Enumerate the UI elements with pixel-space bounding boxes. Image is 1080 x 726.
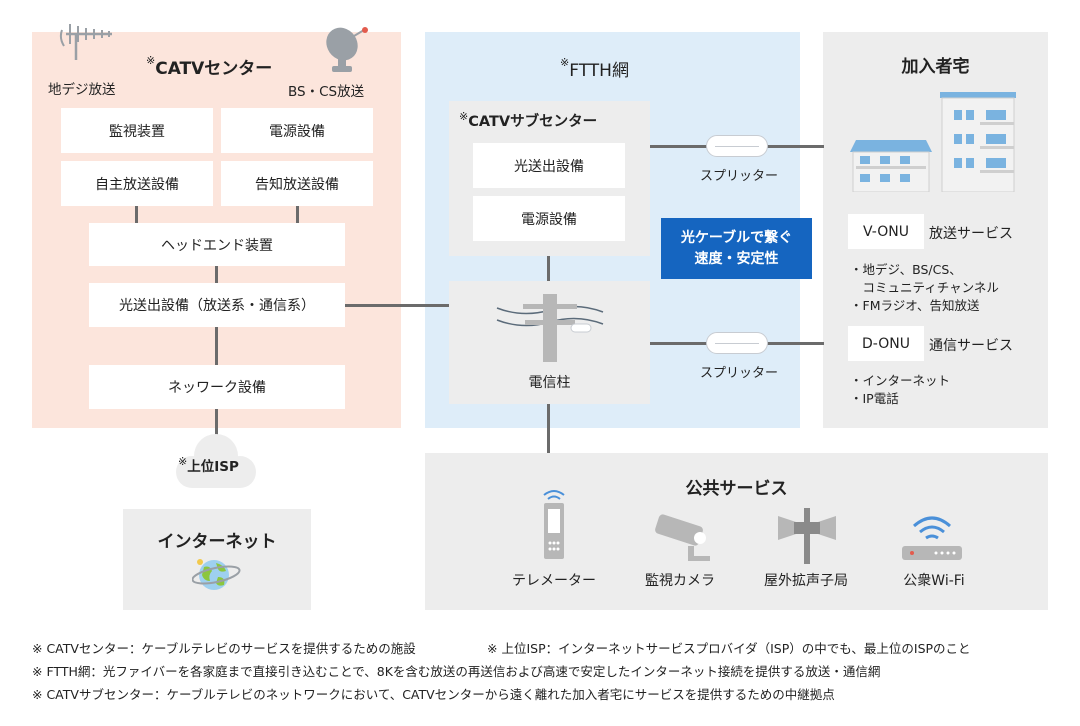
sub-optical-transmission-box: 光送出設備 <box>473 143 625 188</box>
splitter-bottom-label: スプリッター <box>700 366 779 381</box>
catv-subcenter-title-text: CATVサブセンター <box>468 114 598 130</box>
house-icon <box>850 138 932 193</box>
public-service-item: 屋外拡声子局 <box>764 573 848 589</box>
broadcast-service-label: 放送サービス <box>929 226 1013 242</box>
annotation-mark: ※ <box>459 110 469 123</box>
speed-stability-highlight: 光ケーブルで繋ぐ 速度・安定性 <box>661 218 812 279</box>
donu-item: ・IP電話 <box>850 391 899 406</box>
apartment-building-icon <box>940 92 1016 193</box>
splitter-top <box>706 135 768 157</box>
ftth-title-text: FTTH網 <box>569 61 629 81</box>
connector-line <box>345 304 449 307</box>
catv-subcenter-title: ※CATVサブセンター <box>459 110 597 131</box>
catv-title-text: CATVセンター <box>155 59 273 79</box>
communication-service-label: 通信サービス <box>929 338 1013 354</box>
highlight-line-2: 速度・安定性 <box>694 250 779 267</box>
connector-line <box>215 266 218 283</box>
v-onu-box: V-ONU <box>848 214 924 249</box>
monitoring-equipment-box: 監視装置 <box>61 108 213 153</box>
public-wifi-icon <box>898 510 966 562</box>
outdoor-loudspeaker-icon <box>774 502 840 564</box>
footnote: ※ 上位ISP：インターネットサービスプロバイダ（ISP）の中でも、最上位のIS… <box>487 641 971 656</box>
bs-cs-broadcast-label: BS・CS放送 <box>288 84 365 100</box>
footnote: ※ FTTH網：光ファイバーを各家庭まで直接引き込むことで、8Kを含む放送の再送… <box>32 664 881 679</box>
connector-line <box>547 256 550 281</box>
public-service-item: テレメーター <box>512 573 596 589</box>
utility-pole-label: 電信柱 <box>528 375 571 391</box>
utility-pole-icon <box>495 290 605 364</box>
connector-line <box>296 204 299 223</box>
connector-line <box>547 404 550 453</box>
connector-line <box>135 204 138 223</box>
telemeter-icon <box>536 487 572 561</box>
annotation-mark: ※ <box>146 54 156 67</box>
network-equipment-box: ネッワーク設備 <box>89 365 345 409</box>
public-service-item: 公衆Wi-Fi <box>903 573 965 589</box>
surveillance-camera-icon <box>652 512 714 562</box>
footnote: ※ CATVサブセンター：ケーブルテレビのネットワークにおいて、CATVセンター… <box>32 687 835 702</box>
satellite-dish-icon <box>322 24 370 74</box>
internet-panel <box>123 509 311 610</box>
own-broadcast-equipment-box: 自主放送設備 <box>61 161 213 206</box>
catv-center-title: ※CATVセンター <box>146 54 272 79</box>
annotation-mark: ※ <box>178 455 188 468</box>
connector-line <box>215 327 218 365</box>
ftth-title: ※FTTH網 <box>560 56 629 81</box>
optical-transmission-equipment-box: 光送出設備（放送系・通信系） <box>89 283 345 327</box>
antenna-icon <box>58 20 118 78</box>
annotation-mark: ※ <box>560 56 570 69</box>
internet-label: インターネット <box>157 532 277 552</box>
sub-power-equipment-box: 電源設備 <box>473 196 625 241</box>
notification-broadcast-equipment-box: 告知放送設備 <box>221 161 373 206</box>
donu-item: ・インターネット <box>850 373 951 388</box>
upper-isp-label: ※上位ISP <box>178 455 239 475</box>
digital-broadcast-label: 地デジ放送 <box>48 82 116 98</box>
vonu-item: ・地デジ、BS/CS、 <box>850 262 962 277</box>
upper-isp-text: 上位ISP <box>187 459 239 475</box>
headend-equipment-box: ヘッドエンド装置 <box>89 223 345 266</box>
connector-line <box>215 409 218 445</box>
vonu-item: コミュニティチャンネル <box>850 280 999 295</box>
splitter-bottom <box>706 332 768 354</box>
highlight-line-1: 光ケーブルで繋ぐ <box>680 229 793 246</box>
public-service-item: 監視カメラ <box>645 573 715 589</box>
cloud-icon <box>170 430 262 496</box>
footnote: ※ CATVセンター：ケーブルテレビのサービスを提供するための施設 <box>32 641 416 656</box>
globe-icon <box>191 555 244 595</box>
power-equipment-box: 電源設備 <box>221 108 373 153</box>
vonu-item: ・FMラジオ、告知放送 <box>850 298 980 313</box>
d-onu-box: D-ONU <box>848 326 924 361</box>
splitter-top-label: スプリッター <box>700 169 779 184</box>
public-service-title: 公共サービス <box>685 479 788 499</box>
subscriber-title: 加入者宅 <box>901 57 970 77</box>
